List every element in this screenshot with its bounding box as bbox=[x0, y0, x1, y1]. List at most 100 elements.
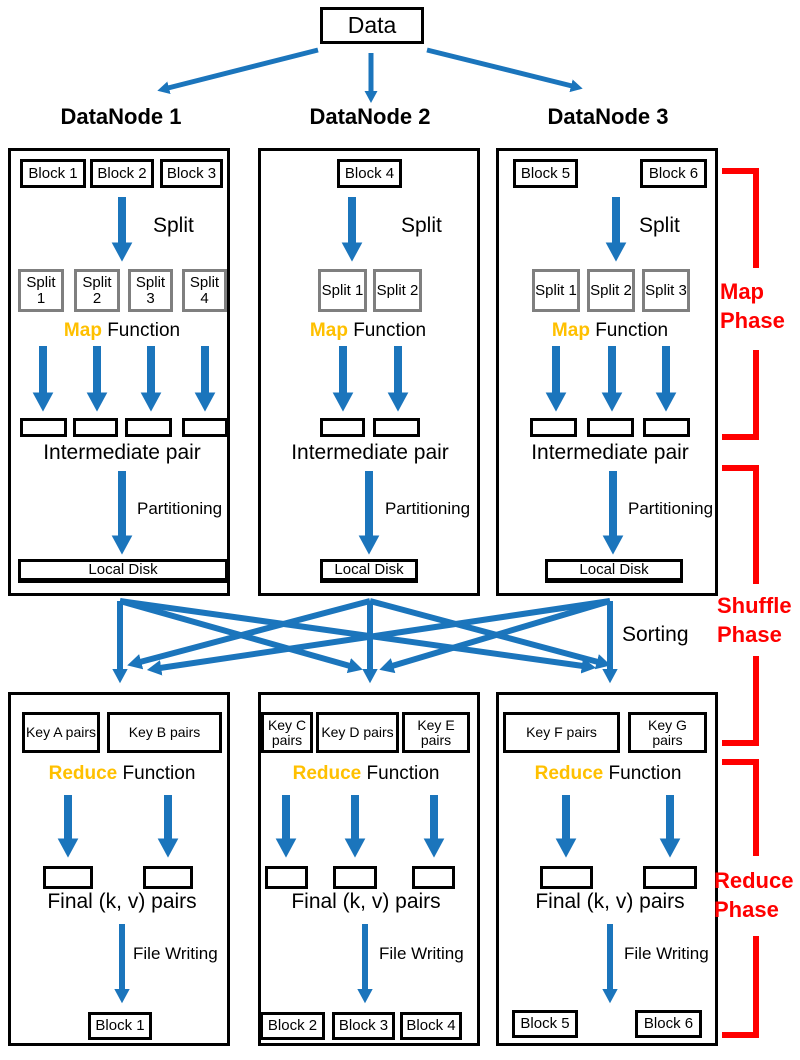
function-word: Function bbox=[353, 320, 427, 341]
local-disk-box: Local Disk bbox=[18, 559, 228, 583]
split-box: Split 2 bbox=[373, 269, 422, 312]
map-phase-bracket-bottom bbox=[722, 350, 759, 440]
final-pairs-label: Final (k, v) pairs bbox=[291, 890, 441, 913]
local-disk-label: Local Disk bbox=[21, 562, 225, 580]
output-block: Block 4 bbox=[400, 1012, 462, 1040]
map-phase-bracket-top bbox=[722, 168, 759, 268]
reduce-word: Reduce bbox=[534, 763, 604, 784]
data-source-label: Data bbox=[347, 12, 397, 39]
arrow-line bbox=[157, 47, 319, 95]
map-function-label: Map Function bbox=[552, 320, 668, 342]
datanode-1-box bbox=[8, 148, 230, 596]
datanode-2-box bbox=[258, 148, 480, 596]
output-block: Block 1 bbox=[88, 1012, 152, 1040]
arrow-line bbox=[127, 598, 371, 670]
reduce-arrows bbox=[57, 795, 681, 858]
final-pair-box bbox=[540, 866, 593, 889]
final-pair-box bbox=[43, 866, 93, 889]
reduce-function-label: Reduce Function bbox=[535, 763, 682, 785]
split-box: Split 2 bbox=[74, 269, 120, 312]
split-box: Split 3 bbox=[642, 269, 690, 312]
reducer-1-box bbox=[8, 692, 230, 1046]
map-word: Map bbox=[63, 320, 102, 341]
key-pairs-box: Key G pairs bbox=[628, 712, 707, 753]
key-pairs-box: Key C pairs bbox=[261, 712, 313, 753]
reduce-phase-bracket-bottom bbox=[722, 936, 759, 1038]
map-phase-label: Map Phase bbox=[720, 279, 785, 333]
reduce-function-label: Reduce Function bbox=[293, 763, 440, 785]
data-fanout-arrows bbox=[157, 47, 583, 103]
function-word: Function bbox=[122, 763, 196, 784]
map-function-label: Map Function bbox=[310, 320, 426, 342]
intermediate-pair-box bbox=[373, 418, 420, 437]
arrow-line bbox=[379, 598, 611, 674]
intermediate-pair-label: Intermediate pair bbox=[531, 441, 689, 464]
shuffle-phase-bracket-top bbox=[722, 465, 759, 584]
function-word: Function bbox=[608, 763, 682, 784]
reduce-word: Reduce bbox=[48, 763, 118, 784]
datanode-3-box bbox=[496, 148, 718, 596]
final-pair-box bbox=[333, 866, 377, 889]
reduce-function-label: Reduce Function bbox=[49, 763, 196, 785]
shuffle-arrows bbox=[112, 598, 618, 684]
partitioning-label: Partitioning bbox=[385, 499, 471, 518]
split-box: Split 1 bbox=[18, 269, 64, 312]
final-pairs-label: Final (k, v) pairs bbox=[535, 890, 685, 913]
intermediate-pair-label: Intermediate pair bbox=[291, 441, 449, 464]
input-block: Block 1 bbox=[20, 159, 86, 188]
datanode-1-title: DataNode 1 bbox=[60, 104, 182, 129]
input-block: Block 3 bbox=[160, 159, 223, 188]
key-pairs-box: Key A pairs bbox=[22, 712, 100, 753]
intermediate-pair-box bbox=[20, 418, 67, 437]
arrow-line bbox=[119, 598, 363, 674]
split-label: Split bbox=[153, 214, 194, 237]
input-block: Block 4 bbox=[337, 159, 402, 188]
final-pair-box bbox=[265, 866, 308, 889]
reduce-phase-bracket-top bbox=[722, 759, 759, 856]
datanode-3-title: DataNode 3 bbox=[547, 104, 669, 129]
map-arrows bbox=[32, 346, 677, 412]
key-pairs-box: Key E pairs bbox=[402, 712, 470, 753]
split-label: Split bbox=[401, 214, 442, 237]
function-word: Function bbox=[366, 763, 440, 784]
split-box: Split 1 bbox=[318, 269, 367, 312]
partitioning-label: Partitioning bbox=[137, 499, 223, 518]
intermediate-pair-box bbox=[643, 418, 690, 437]
split-box: Split 1 bbox=[532, 269, 580, 312]
local-disk-box: Local Disk bbox=[545, 559, 683, 583]
output-block: Block 5 bbox=[512, 1010, 578, 1038]
file-writing-label: File Writing bbox=[379, 944, 464, 963]
final-pairs-label: Final (k, v) pairs bbox=[47, 890, 197, 913]
local-disk-box: Local Disk bbox=[320, 559, 418, 583]
file-writing-label: File Writing bbox=[624, 944, 709, 963]
map-word: Map bbox=[551, 320, 590, 341]
datanode-2-title: DataNode 2 bbox=[309, 104, 431, 129]
intermediate-pair-box bbox=[182, 418, 228, 437]
reducer-3-box bbox=[496, 692, 718, 1046]
arrow-line bbox=[369, 598, 611, 670]
intermediate-pair-box bbox=[73, 418, 118, 437]
split-box: Split 2 bbox=[587, 269, 635, 312]
file-writing-label: File Writing bbox=[133, 944, 218, 963]
function-word: Function bbox=[107, 320, 181, 341]
intermediate-pair-box bbox=[125, 418, 172, 437]
final-pair-box bbox=[143, 866, 193, 889]
output-block: Block 3 bbox=[332, 1012, 395, 1040]
shuffle-phase-bracket-bottom bbox=[722, 656, 759, 746]
file-writing-arrows bbox=[114, 924, 618, 1004]
intermediate-pair-box bbox=[587, 418, 634, 437]
partitioning-label: Partitioning bbox=[628, 499, 714, 518]
input-block: Block 5 bbox=[513, 159, 578, 188]
split-label: Split bbox=[639, 214, 680, 237]
final-pair-box bbox=[643, 866, 697, 889]
local-disk-label: Local Disk bbox=[548, 562, 680, 580]
phase-brackets bbox=[722, 168, 759, 1038]
key-pairs-box: Key F pairs bbox=[503, 712, 620, 753]
data-source-box: Data bbox=[320, 7, 424, 44]
output-block: Block 6 bbox=[635, 1010, 702, 1038]
key-pairs-box: Key B pairs bbox=[107, 712, 222, 753]
shuffle-phase-label: Shuffle Phase bbox=[717, 593, 792, 647]
split-box: Split 3 bbox=[128, 269, 173, 312]
intermediate-pair-label: Intermediate pair bbox=[43, 441, 201, 464]
